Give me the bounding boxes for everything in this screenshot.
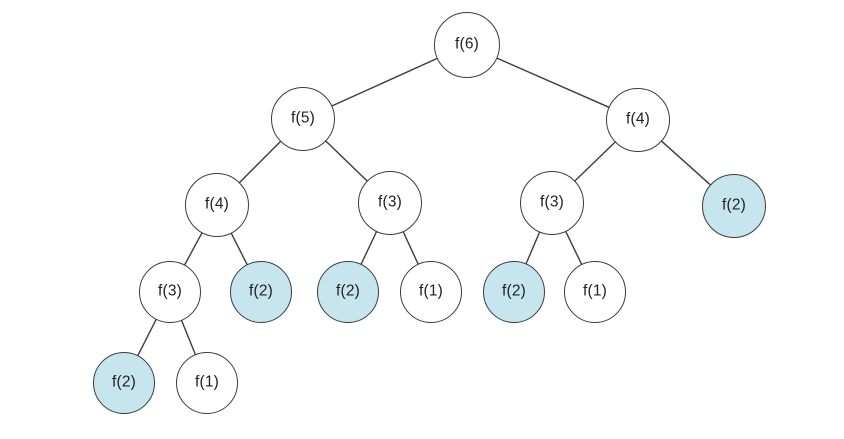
tree-node-label: f(2) bbox=[111, 373, 137, 391]
tree-node[interactable]: f(3) bbox=[520, 171, 584, 235]
tree-edge bbox=[564, 230, 583, 266]
tree-node[interactable]: f(2) bbox=[230, 261, 292, 323]
tree-node-label: f(5) bbox=[290, 109, 316, 127]
tree-edge bbox=[230, 231, 249, 266]
tree-edge bbox=[183, 231, 203, 267]
tree-node[interactable]: f(5) bbox=[271, 87, 335, 151]
tree-edge bbox=[525, 230, 541, 266]
tree-node[interactable]: f(2) bbox=[317, 261, 379, 323]
tree-node[interactable]: f(6) bbox=[434, 12, 500, 78]
tree-edge bbox=[360, 230, 378, 266]
tree-node-label: f(3) bbox=[377, 193, 403, 211]
tree-edge bbox=[324, 139, 369, 183]
tree-node[interactable]: f(2) bbox=[483, 261, 545, 323]
tree-node[interactable]: f(3) bbox=[139, 261, 201, 323]
tree-node-label: f(4) bbox=[625, 110, 651, 128]
tree-edge bbox=[330, 57, 439, 107]
tree-node-label: f(1) bbox=[582, 282, 608, 300]
tree-node[interactable]: f(1) bbox=[564, 261, 626, 323]
tree-edge bbox=[180, 319, 197, 356]
tree-node-label: f(2) bbox=[335, 282, 361, 300]
tree-node-label: f(4) bbox=[204, 195, 230, 213]
tree-node[interactable]: f(4) bbox=[185, 173, 249, 237]
tree-node[interactable]: f(2) bbox=[702, 174, 766, 238]
tree-edge bbox=[573, 140, 617, 183]
tree-node-label: f(2) bbox=[721, 196, 747, 214]
tree-edge bbox=[660, 139, 712, 187]
tree-node-label: f(2) bbox=[248, 282, 274, 300]
tree-node[interactable]: f(3) bbox=[358, 171, 422, 235]
tree-node[interactable]: f(1) bbox=[176, 352, 238, 414]
tree-edge bbox=[238, 140, 282, 184]
tree-node[interactable]: f(2) bbox=[93, 352, 155, 414]
tree-node-label: f(2) bbox=[501, 282, 527, 300]
tree-node-label: f(1) bbox=[418, 282, 444, 300]
tree-node-label: f(1) bbox=[194, 373, 220, 391]
tree-node[interactable]: f(1) bbox=[400, 261, 462, 323]
tree-node-label: f(6) bbox=[454, 35, 480, 53]
tree-edge bbox=[136, 318, 158, 357]
tree-node-label: f(3) bbox=[157, 282, 183, 300]
tree-node-label: f(3) bbox=[539, 193, 565, 211]
tree-edge bbox=[402, 230, 420, 266]
tree-node[interactable]: f(4) bbox=[606, 88, 670, 152]
tree-edge bbox=[495, 57, 611, 109]
